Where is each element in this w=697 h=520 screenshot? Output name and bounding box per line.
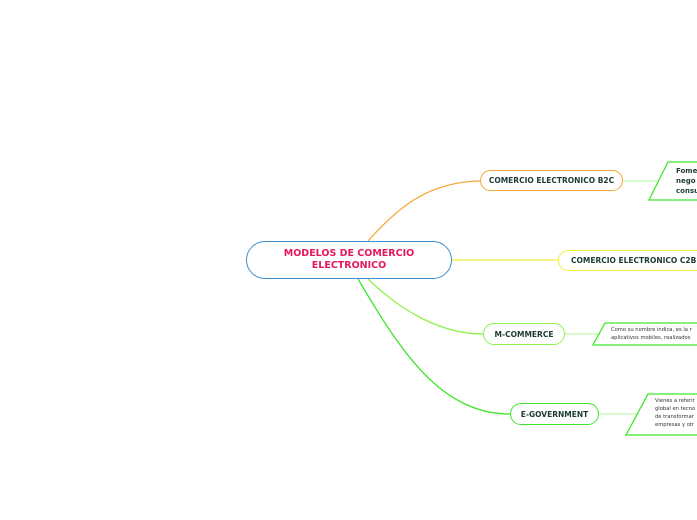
note-egov[interactable]: Vienes a referir global en tecno de tran… bbox=[655, 397, 695, 429]
node-label: E-GOVERNMENT bbox=[520, 409, 589, 419]
node-egov[interactable]: E-GOVERNMENT bbox=[510, 403, 599, 425]
note-m-shape bbox=[591, 322, 697, 346]
note-e-shape bbox=[624, 393, 697, 436]
link-b2c bbox=[367, 180, 481, 242]
note-b2c-shape bbox=[647, 161, 697, 201]
note-line: empresas y otr bbox=[655, 422, 695, 428]
root-node[interactable]: MODELOS DE COMERCIO ELECTRONICO bbox=[246, 241, 452, 279]
note-line: aplicativos mobiles, realizados bbox=[611, 335, 691, 341]
note-line: nego bbox=[676, 177, 696, 185]
node-mcommerce[interactable]: M-COMMERCE bbox=[483, 323, 565, 345]
node-c2b[interactable]: COMERCIO ELECTRONICO C2B bbox=[558, 250, 697, 271]
note-line: de transformar bbox=[655, 414, 694, 420]
link-mcommerce bbox=[367, 278, 484, 335]
note-line: Como su nombre indica, es la r bbox=[611, 327, 692, 333]
node-label: M-COMMERCE bbox=[494, 329, 554, 339]
note-line: Vienes a referir bbox=[655, 398, 695, 404]
node-label: COMERCIO ELECTRONICO C2B bbox=[571, 256, 697, 265]
note-mcommerce[interactable]: Como su nombre indica, es la r aplicativ… bbox=[611, 326, 692, 342]
note-line: global en tecno bbox=[655, 406, 696, 412]
node-b2c[interactable]: COMERCIO ELECTRONICO B2C bbox=[480, 170, 623, 191]
note-line: consu bbox=[676, 187, 697, 195]
link-egov bbox=[357, 278, 511, 415]
node-label: COMERCIO ELECTRONICO B2C bbox=[488, 176, 615, 185]
note-b2c[interactable]: Fome nego consu bbox=[676, 166, 697, 196]
note-line: Fome bbox=[676, 167, 697, 175]
root-label: MODELOS DE COMERCIO ELECTRONICO bbox=[283, 248, 415, 271]
